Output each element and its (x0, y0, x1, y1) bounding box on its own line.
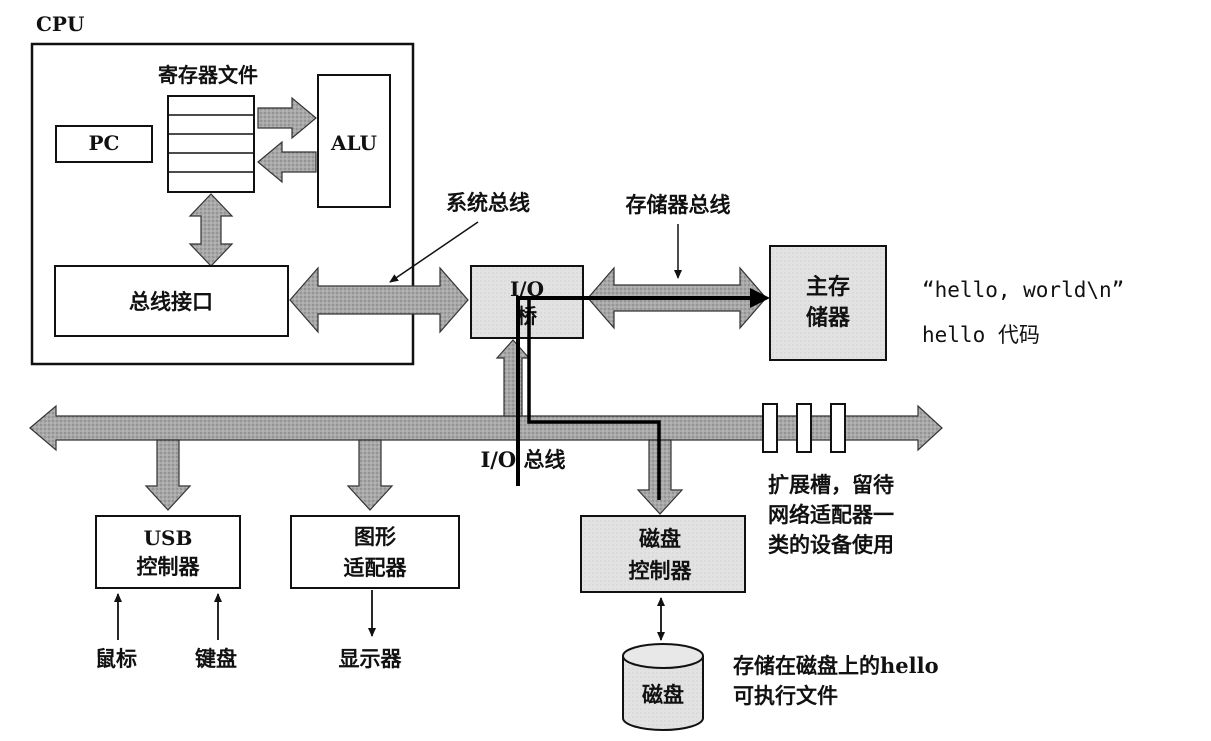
bridge-io-bus-arrow (495, 339, 531, 417)
usb-drop-arrow (144, 439, 192, 511)
disk-label: 磁盘 (642, 682, 684, 707)
expansion-label-line3: 类的设备使用 (768, 532, 894, 557)
register-file-label: 寄存器文件 (158, 63, 258, 87)
hello-path-line-a (516, 296, 758, 486)
expansion-label-line1: 扩展槽，留待 (768, 472, 894, 497)
io-bus-label: I/O 总线 (480, 447, 565, 472)
register-file (167, 95, 255, 193)
alu-box (317, 74, 391, 208)
regfile-to-alu-arrow (257, 96, 317, 140)
disk-note-line2: 可执行文件 (733, 683, 838, 708)
system-bus (289, 266, 469, 334)
system-bus-label: 系统总线 (446, 190, 530, 215)
usb-label-line1: USB (144, 526, 193, 550)
usb-controller-box (95, 515, 241, 589)
graphics-label-line2: 适配器 (344, 555, 408, 580)
expansion-label-line2: 网络适配器一 (768, 502, 894, 527)
disk-note-line1: 存储在磁盘上的hello (733, 653, 939, 678)
graphics-adapter-box (290, 515, 460, 589)
disk-ctrl-label-line2: 控制器 (629, 558, 693, 583)
usb-label-line2: 控制器 (137, 554, 201, 579)
cpu-label: CPU (36, 12, 84, 36)
hello-path-arrowhead (750, 288, 770, 308)
hello-path-line-b (527, 300, 661, 500)
io-bridge-box (470, 265, 584, 339)
expansion-slots (762, 403, 846, 453)
graphics-label-line1: 图形 (354, 524, 396, 549)
disk-cylinder (622, 643, 704, 731)
display-label: 显示器 (339, 646, 403, 671)
system-bus-pointer (389, 221, 479, 283)
bus-interface-box (54, 265, 289, 337)
pc-label: PC (89, 131, 120, 155)
keyboard-label: 键盘 (195, 646, 237, 671)
mouse-label: 鼠标 (95, 646, 137, 671)
main-memory-box (769, 245, 887, 361)
pc-register (55, 125, 153, 163)
graphics-drop-arrow (346, 439, 394, 511)
main-memory-label-line2: 储器 (806, 305, 851, 331)
io-bus (29, 404, 943, 452)
main-memory-label-line1: 主存 (806, 274, 850, 300)
bus-interface-label: 总线接口 (129, 289, 213, 314)
hello-code-label: hello 代码 (922, 323, 1040, 347)
disk-controller-box (580, 515, 746, 593)
memory-bus-label: 存储器总线 (626, 192, 731, 217)
alu-label: ALU (330, 131, 377, 155)
hello-string-label: “hello, world\n” (922, 278, 1124, 302)
alu-to-regfile-arrow (257, 140, 317, 184)
disk-ctrl-label-line1: 磁盘 (639, 526, 681, 551)
